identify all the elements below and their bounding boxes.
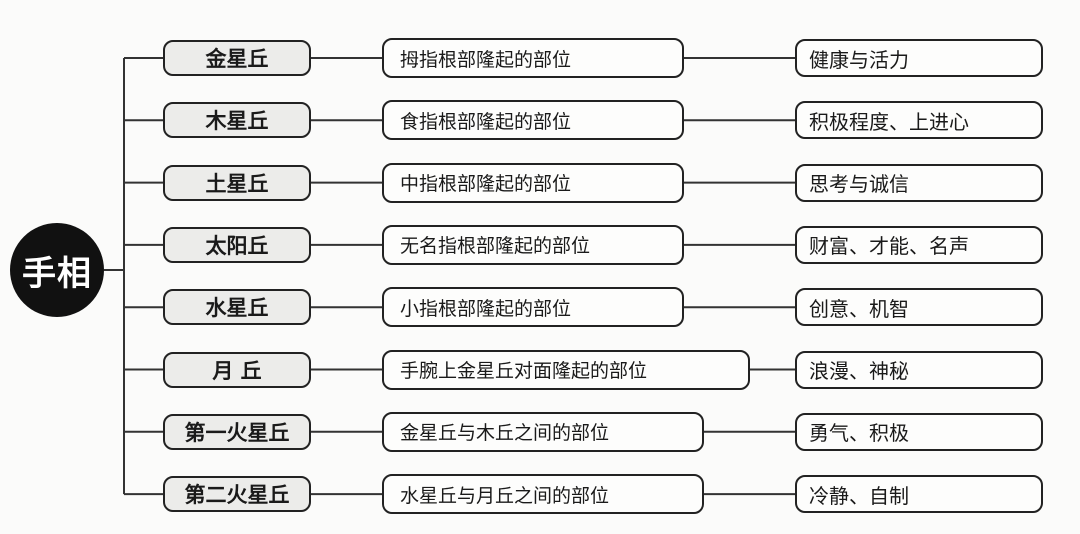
mount-box: 金星丘 [163, 40, 311, 76]
meaning-box: 积极程度、上进心 [795, 101, 1043, 140]
meaning-box: 创意、机智 [795, 288, 1043, 327]
mount-box: 水星丘 [163, 289, 311, 326]
mount-box: 第二火星丘 [163, 476, 311, 513]
location-box: 食指根部隆起的部位 [382, 100, 684, 141]
meaning-box: 思考与诚信 [795, 163, 1043, 202]
meaning-box: 财富、才能、名声 [795, 225, 1043, 264]
meaning-box: 健康与活力 [795, 39, 1043, 77]
mount-box: 月 丘 [163, 351, 311, 388]
mount-box: 木星丘 [163, 102, 311, 139]
meaning-box: 冷静、自制 [795, 475, 1043, 514]
location-box: 无名指根部隆起的部位 [382, 224, 684, 265]
root-label: 手相 [22, 253, 92, 294]
location-box: 金星丘与木丘之间的部位 [382, 411, 704, 452]
mount-box: 太阳丘 [163, 226, 311, 263]
meaning-box: 浪漫、神秘 [795, 350, 1043, 389]
mount-box: 土星丘 [163, 164, 311, 201]
root-node: 手相 [10, 223, 104, 317]
location-box: 水星丘与月丘之间的部位 [382, 474, 704, 515]
location-box: 手腕上金星丘对面隆起的部位 [382, 349, 750, 390]
meaning-box: 勇气、积极 [795, 412, 1043, 451]
mount-box: 第一火星丘 [163, 413, 311, 450]
location-box: 中指根部隆起的部位 [382, 162, 684, 203]
location-box: 小指根部隆起的部位 [382, 287, 684, 328]
location-box: 拇指根部隆起的部位 [382, 38, 684, 78]
